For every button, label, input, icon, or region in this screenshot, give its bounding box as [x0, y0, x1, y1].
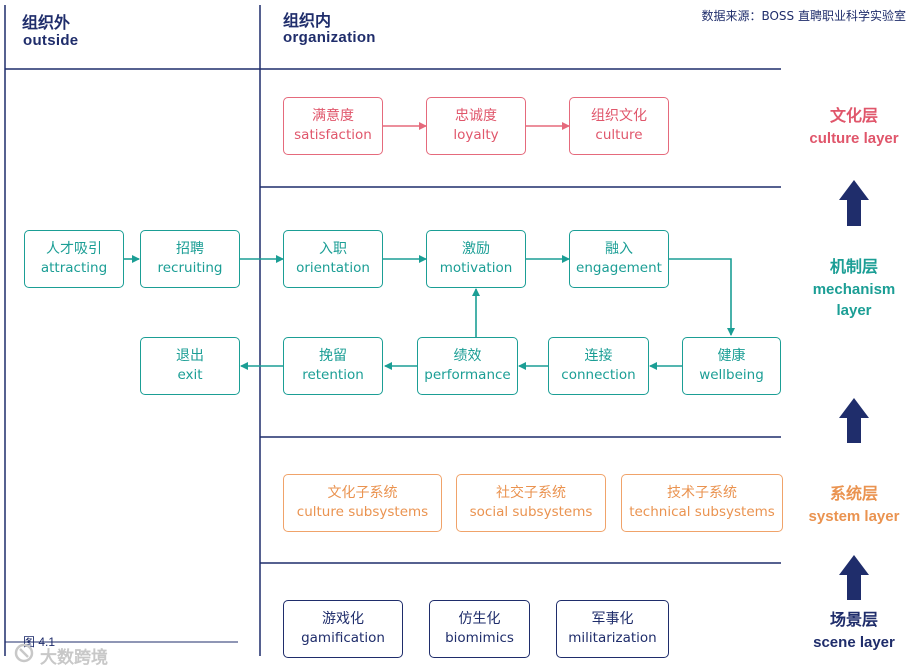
box-militarization-cn: 军事化 — [591, 611, 634, 628]
box-technical-subsystems-cn: 技术子系统 — [667, 485, 737, 502]
box-technical-subsystems: 技术子系统 technical subsystems — [621, 474, 783, 532]
figure-label: 图 4.1 — [23, 635, 56, 649]
outside-header-en: outside — [23, 32, 79, 49]
box-culture-subsystems-en: culture subsystems — [296, 504, 429, 521]
layer-mechanism-en2: layer — [836, 302, 872, 320]
box-wellbeing: 健康 wellbeing — [682, 337, 781, 395]
layer-label-system: 系统层 system layer — [790, 484, 918, 527]
layer-mechanism-en1: mechanism — [812, 281, 896, 299]
box-loyalty-cn: 忠诚度 — [455, 108, 497, 125]
layer-system-cn: 系统层 — [829, 486, 878, 503]
box-culture-subsystems-cn: 文化子系统 — [327, 485, 398, 502]
layer-label-mechanism: 机制层 mechanism layer — [790, 257, 918, 321]
box-wellbeing-en: wellbeing — [699, 367, 764, 384]
layer-culture-en: culture layer — [809, 130, 899, 148]
box-loyalty-en: loyalty — [453, 127, 499, 144]
data-source-text: 数据来源：BOSS 直聘职业科学实验室 — [701, 9, 906, 23]
box-social-subsystems-cn: 社交子系统 — [496, 485, 566, 502]
box-satisfaction-cn: 满意度 — [312, 108, 354, 125]
up-arrow-icon-3 — [839, 555, 869, 600]
arrow-engagement-wellbeing — [669, 258, 735, 336]
box-exit-cn: 退出 — [176, 348, 204, 365]
box-gamification-cn: 游戏化 — [322, 611, 364, 628]
up-arrow-icon-2 — [839, 398, 869, 443]
box-motivation-cn: 激励 — [462, 241, 490, 258]
box-gamification: 游戏化 gamification — [283, 600, 403, 658]
up-arrow-icon-1 — [839, 180, 869, 226]
box-connection: 连接 connection — [548, 337, 649, 395]
box-motivation: 激励 motivation — [426, 230, 526, 288]
box-recruiting-en: recruiting — [157, 260, 223, 277]
box-culture-en: culture — [595, 127, 643, 144]
box-culture-subsystems: 文化子系统 culture subsystems — [283, 474, 442, 532]
watermark-logo-icon — [14, 643, 34, 663]
box-attracting-en: attracting — [40, 260, 108, 277]
box-motivation-en: motivation — [439, 260, 513, 277]
layer-label-scene: 场景层 scene layer — [790, 610, 918, 653]
inside-header-cn: 组织内 — [283, 13, 332, 30]
box-performance: 绩效 performance — [417, 337, 518, 395]
outside-header-cn: 组织外 — [22, 15, 71, 32]
box-engagement-cn: 融入 — [605, 241, 633, 258]
box-retention: 挽留 retention — [283, 337, 383, 395]
box-biomimics: 仿生化 biomimics — [429, 600, 530, 658]
box-loyalty: 忠诚度 loyalty — [426, 97, 526, 155]
layer-culture-cn: 文化层 — [829, 108, 878, 125]
inside-header-en: organization — [283, 29, 376, 46]
box-satisfaction: 满意度 satisfaction — [283, 97, 383, 155]
box-connection-cn: 连接 — [584, 348, 613, 365]
box-orientation-cn: 入职 — [319, 241, 347, 258]
box-engagement-en: engagement — [576, 260, 662, 277]
layer-scene-cn: 场景层 — [829, 612, 878, 629]
box-orientation: 入职 orientation — [283, 230, 383, 288]
box-exit: 退出 exit — [140, 337, 240, 395]
box-performance-cn: 绩效 — [453, 348, 482, 365]
box-recruiting-cn: 招聘 — [176, 241, 204, 258]
layer-scene-en: scene layer — [813, 634, 895, 652]
layer-label-culture: 文化层 culture layer — [790, 106, 918, 149]
box-retention-cn: 挽留 — [319, 348, 347, 365]
box-technical-subsystems-en: technical subsystems — [629, 504, 775, 521]
box-social-subsystems-en: social subsystems — [469, 504, 593, 521]
box-engagement: 融入 engagement — [569, 230, 669, 288]
box-orientation-en: orientation — [296, 260, 370, 277]
box-wellbeing-cn: 健康 — [717, 348, 746, 365]
layer-mechanism-cn: 机制层 — [829, 259, 878, 276]
box-militarization-en: militarization — [568, 630, 657, 647]
box-exit-en: exit — [177, 367, 203, 384]
box-attracting: 人才吸引 attracting — [24, 230, 124, 288]
box-connection-en: connection — [561, 367, 636, 384]
box-retention-en: retention — [302, 367, 364, 384]
layer-system-en: system layer — [808, 508, 900, 526]
box-social-subsystems: 社交子系统 social subsystems — [456, 474, 606, 532]
box-culture-cn: 组织文化 — [591, 108, 647, 125]
box-performance-en: performance — [424, 367, 511, 384]
box-recruiting: 招聘 recruiting — [140, 230, 240, 288]
watermark-text: 大数跨境 — [40, 648, 108, 668]
box-attracting-cn: 人才吸引 — [46, 241, 102, 258]
box-biomimics-en: biomimics — [445, 630, 514, 647]
box-satisfaction-en: satisfaction — [294, 127, 372, 144]
box-biomimics-cn: 仿生化 — [458, 611, 501, 628]
box-culture: 组织文化 culture — [569, 97, 669, 155]
box-gamification-en: gamification — [301, 630, 385, 647]
box-militarization: 军事化 militarization — [556, 600, 669, 658]
